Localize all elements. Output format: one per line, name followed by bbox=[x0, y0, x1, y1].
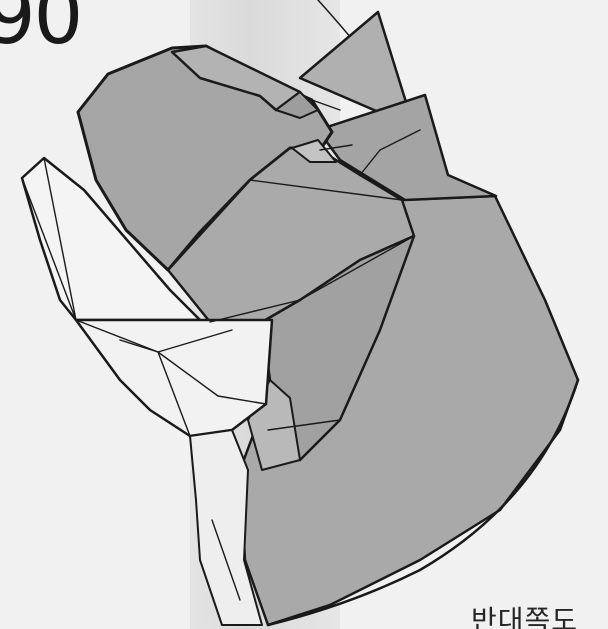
caption-repeat-other-side: 반대쪽도 bbox=[471, 607, 578, 629]
jaw-white bbox=[76, 320, 272, 436]
